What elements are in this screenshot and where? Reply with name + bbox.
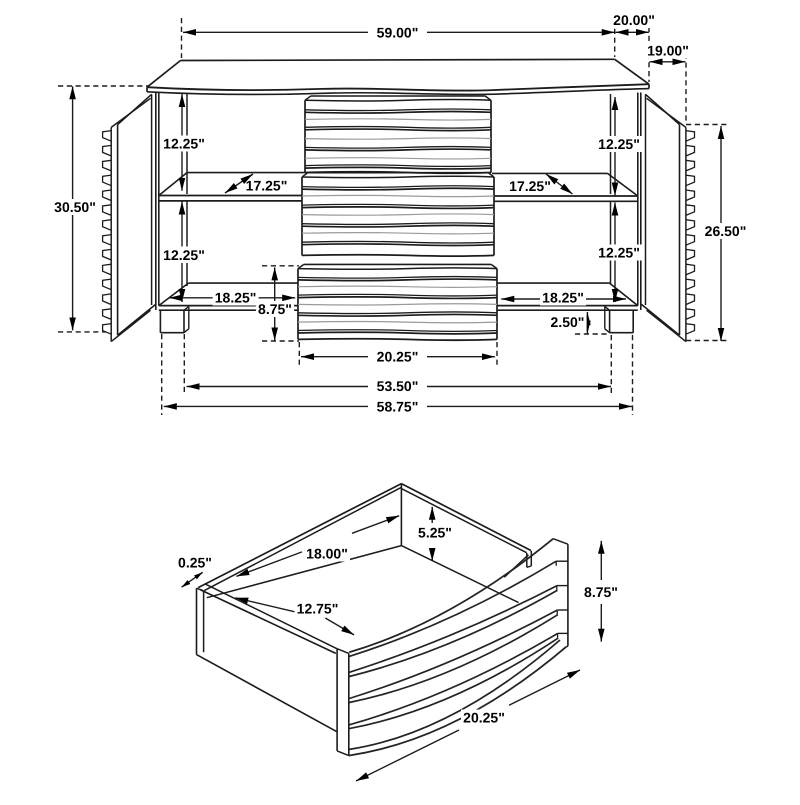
svg-text:12.75": 12.75" [297, 601, 339, 617]
svg-text:5.25": 5.25" [418, 524, 452, 540]
svg-text:58.75": 58.75" [377, 398, 419, 414]
svg-text:17.25": 17.25" [509, 178, 551, 194]
svg-text:26.50": 26.50" [705, 223, 747, 239]
svg-text:0.25": 0.25" [178, 555, 212, 571]
svg-text:20.25": 20.25" [463, 710, 505, 726]
svg-text:20.00": 20.00" [613, 12, 655, 28]
svg-text:12.25": 12.25" [163, 136, 205, 152]
svg-text:19.00": 19.00" [647, 43, 689, 59]
svg-text:53.50": 53.50" [377, 378, 419, 394]
svg-text:30.50": 30.50" [54, 199, 96, 215]
svg-text:18.25": 18.25" [215, 290, 257, 306]
svg-text:8.75": 8.75" [584, 584, 618, 600]
svg-text:20.25": 20.25" [377, 349, 419, 365]
svg-text:12.25": 12.25" [163, 247, 205, 263]
svg-text:18.25": 18.25" [542, 290, 584, 306]
svg-text:59.00": 59.00" [377, 24, 419, 40]
svg-text:18.00": 18.00" [306, 546, 348, 562]
svg-text:12.25": 12.25" [598, 136, 640, 152]
svg-text:2.50": 2.50" [551, 314, 585, 330]
svg-text:12.25": 12.25" [598, 245, 640, 261]
svg-text:17.25": 17.25" [246, 178, 288, 194]
svg-text:8.75": 8.75" [258, 301, 292, 317]
